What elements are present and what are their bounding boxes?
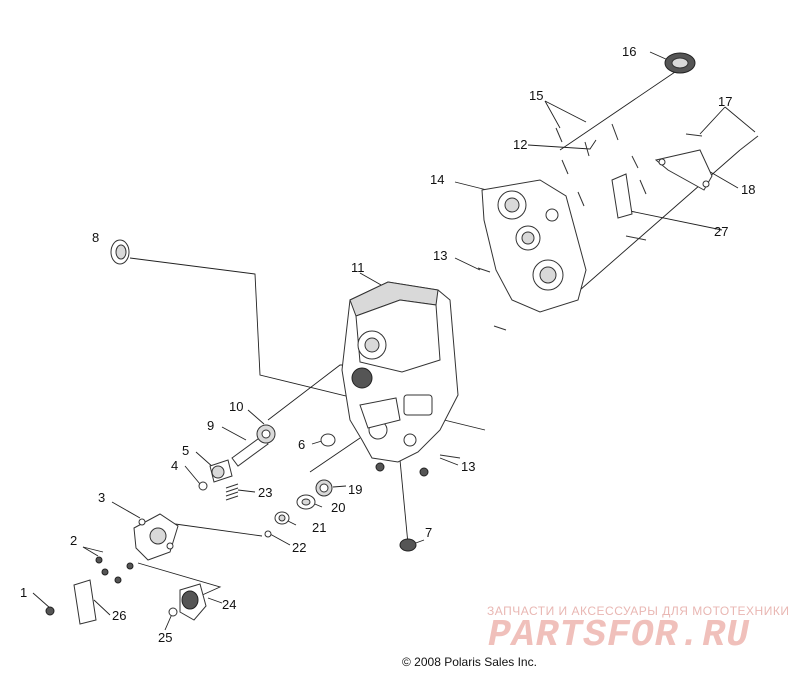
mounting-bracket xyxy=(654,149,713,191)
clip xyxy=(168,607,178,617)
actuator xyxy=(179,583,207,621)
plate-assembly xyxy=(133,513,179,561)
callout-7: 7 xyxy=(425,525,432,540)
callout-14: 14 xyxy=(430,172,444,187)
callout-18: 18 xyxy=(741,182,755,197)
callout-23: 23 xyxy=(258,485,272,500)
nut xyxy=(45,606,55,616)
main-transmission-housing xyxy=(341,281,459,463)
callout-11: 11 xyxy=(351,260,365,275)
shift-arm xyxy=(209,459,233,483)
callout-labels: 1 2 3 4 5 6 7 8 9 10 11 12 13 13 14 15 1… xyxy=(20,44,755,645)
sleeve xyxy=(399,538,417,552)
callout-25: 25 xyxy=(158,630,172,645)
callout-21: 21 xyxy=(312,520,326,535)
shift-bracket xyxy=(611,173,633,219)
gear xyxy=(315,479,333,497)
watermark-logo: PARTSFOR.RU xyxy=(488,614,750,657)
nuts xyxy=(375,462,429,477)
callout-13-upper: 13 xyxy=(433,248,447,263)
callout-20: 20 xyxy=(331,500,345,515)
callout-22: 22 xyxy=(292,540,306,555)
spring xyxy=(225,483,239,501)
mount-link xyxy=(73,579,97,625)
watermark-tagline: ЗАПЧАСТИ И АКСЕССУАРЫ ДЛЯ МОТОТЕХНИКИ xyxy=(487,604,790,618)
callout-3: 3 xyxy=(98,490,105,505)
callout-19: 19 xyxy=(348,482,362,497)
o-ring xyxy=(198,481,208,491)
small-bearing xyxy=(274,511,290,525)
callout-24: 24 xyxy=(222,597,236,612)
callout-15: 15 xyxy=(529,88,543,103)
washer xyxy=(320,433,336,447)
callout-5: 5 xyxy=(182,443,189,458)
callout-8: 8 xyxy=(92,230,99,245)
oil-seal-left xyxy=(110,239,130,265)
callout-4: 4 xyxy=(171,458,178,473)
callout-10: 10 xyxy=(229,399,243,414)
leader-lines xyxy=(32,51,756,631)
copyright-notice: © 2008 Polaris Sales Inc. xyxy=(402,655,537,669)
callout-9: 9 xyxy=(207,418,214,433)
callout-27: 27 xyxy=(714,224,728,239)
callout-26: 26 xyxy=(112,608,126,623)
callout-13-lower: 13 xyxy=(461,459,475,474)
screws xyxy=(95,556,134,584)
callout-1: 1 xyxy=(20,585,27,600)
pin xyxy=(264,530,272,538)
side-cover xyxy=(481,179,587,313)
shaft-gear xyxy=(231,424,276,467)
callout-2: 2 xyxy=(70,533,77,548)
bearing xyxy=(296,494,316,510)
callout-16: 16 xyxy=(622,44,636,59)
callout-12: 12 xyxy=(513,137,527,152)
callout-17: 17 xyxy=(718,94,732,109)
bolts xyxy=(439,123,759,459)
callout-6: 6 xyxy=(298,437,305,452)
oil-seal-top xyxy=(664,52,696,74)
